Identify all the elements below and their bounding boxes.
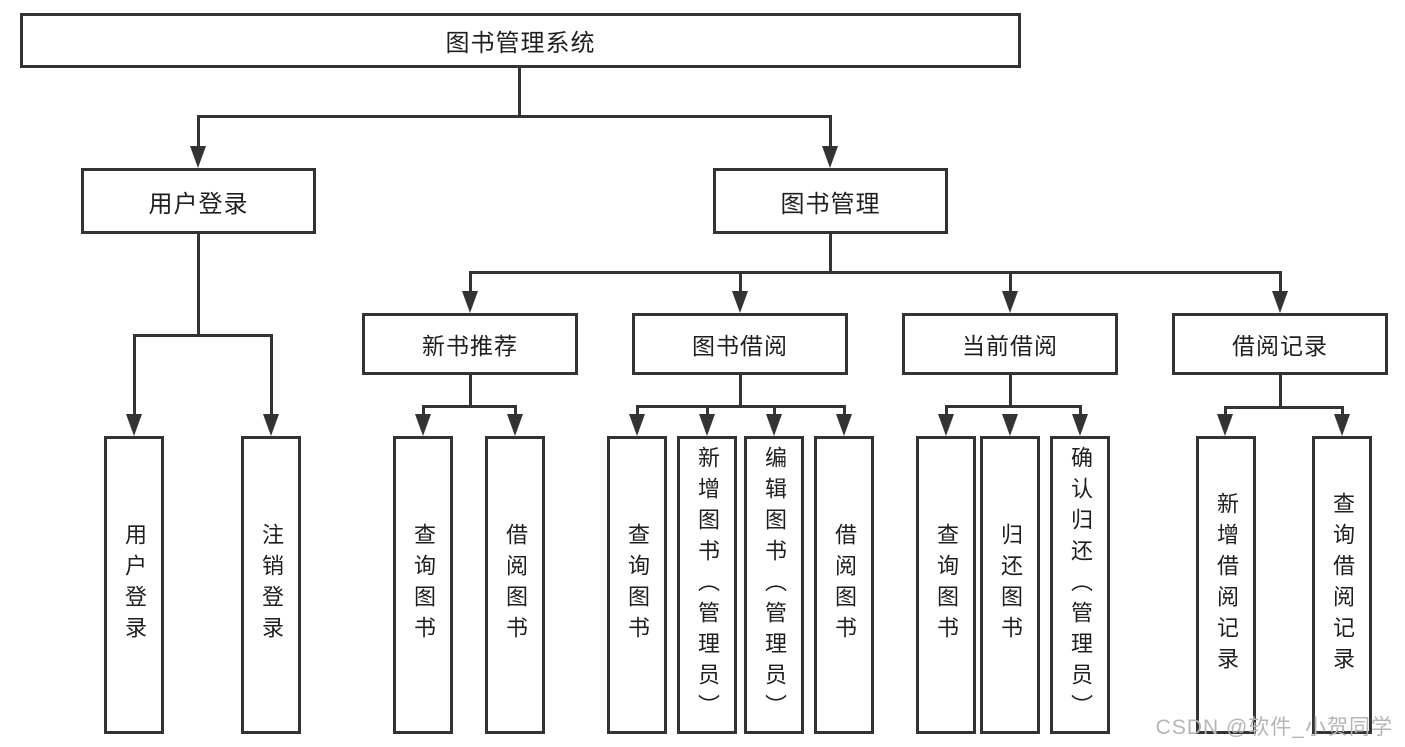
connector-line [469, 375, 472, 407]
connector-line [1224, 406, 1227, 418]
connector-line [739, 375, 742, 407]
arrow-down-icon [732, 291, 748, 313]
connector-line [518, 68, 521, 117]
connector-line [197, 115, 832, 118]
arrow-down-icon [766, 414, 782, 436]
leaf-return-books: 归还图书 [980, 436, 1040, 734]
node-label: 图书借阅 [692, 333, 788, 359]
node-label: 借阅记录 [1232, 333, 1328, 359]
connector-line [1009, 375, 1012, 407]
leaf-confirm-return-admin: 确认归还（管理员） [1050, 436, 1110, 734]
arrow-down-icon [938, 414, 954, 436]
connector-line [739, 271, 742, 295]
connector-line [197, 234, 200, 336]
leaf-add-borrow-record: 新增借阅记录 [1196, 436, 1256, 734]
node-user-login: 用户登录 [81, 168, 316, 234]
leaf-add-books-admin: 新增图书（管理员） [677, 436, 737, 734]
connector-line [829, 234, 832, 272]
connector-line [1224, 406, 1344, 409]
connector-line [843, 405, 846, 418]
leaf-edit-books-admin: 编辑图书（管理员） [744, 436, 804, 734]
leaf-query-books: 查询图书 [393, 436, 453, 734]
node-book-management: 图书管理 [713, 168, 948, 234]
arrow-down-icon [507, 414, 523, 436]
connector-line [469, 271, 472, 295]
arrow-down-icon [263, 414, 279, 436]
node-label: 借阅图书 [503, 523, 528, 647]
leaf-borrow-books: 借阅图书 [814, 436, 874, 734]
connector-line [514, 405, 517, 418]
leaf-query-books: 查询图书 [916, 436, 976, 734]
node-label: 查询借阅记录 [1330, 492, 1355, 678]
node-label: 新增图书（管理员） [695, 445, 720, 725]
node-label: 查询图书 [411, 523, 436, 647]
arrow-down-icon [822, 146, 838, 168]
connector-line [636, 405, 639, 418]
connector-line [945, 405, 948, 418]
arrow-down-icon [415, 414, 431, 436]
leaf-query-borrow-record: 查询借阅记录 [1312, 436, 1372, 734]
node-label: 借阅图书 [832, 523, 857, 647]
connector-line [706, 405, 709, 418]
arrow-down-icon [1334, 414, 1350, 436]
node-book-borrowing: 图书借阅 [632, 313, 848, 375]
connector-line [945, 405, 1081, 408]
connector-line [422, 405, 516, 408]
node-label: 确认归还（管理员） [1068, 445, 1093, 725]
arrow-down-icon [1002, 414, 1018, 436]
arrow-down-icon [836, 414, 852, 436]
leaf-borrow-books: 借阅图书 [485, 436, 545, 734]
connector-line [470, 271, 1280, 274]
node-label: 用户登录 [122, 523, 147, 647]
leaf-query-books: 查询图书 [607, 436, 667, 734]
arrow-down-icon [126, 414, 142, 436]
arrow-down-icon [629, 414, 645, 436]
connector-line [270, 334, 273, 418]
csdn-watermark: CSDN @软件_小贺同学 [1155, 716, 1393, 739]
node-label: 图书管理 [780, 190, 881, 218]
connector-line [197, 115, 200, 148]
connector-line [636, 405, 845, 408]
node-label: 当前借阅 [962, 333, 1058, 359]
arrow-down-icon [190, 146, 206, 168]
arrow-down-icon [1217, 414, 1233, 436]
node-label: 查询图书 [625, 523, 650, 647]
connector-line [1279, 271, 1282, 295]
connector-line [829, 115, 832, 148]
node-label: 新增借阅记录 [1214, 492, 1239, 678]
node-label: 查询图书 [934, 523, 959, 647]
connector-line [133, 334, 136, 418]
node-label: 图书管理系统 [445, 30, 596, 57]
leaf-logout: 注销登录 [241, 436, 301, 734]
node-label: 注销登录 [259, 523, 284, 647]
arrow-down-icon [1002, 291, 1018, 313]
connector-line [1009, 271, 1012, 295]
node-label: 编辑图书（管理员） [762, 445, 787, 725]
leaf-user-login: 用户登录 [104, 436, 164, 734]
node-root-library-system: 图书管理系统 [20, 13, 1021, 68]
node-current-borrowing: 当前借阅 [902, 313, 1118, 375]
node-new-book-recommend: 新书推荐 [362, 313, 578, 375]
arrow-down-icon [462, 291, 478, 313]
node-label: 用户登录 [148, 190, 249, 218]
connector-line [1279, 375, 1282, 408]
node-label: 新书推荐 [422, 333, 518, 359]
arrow-down-icon [1072, 414, 1088, 436]
arrow-down-icon [699, 414, 715, 436]
connector-line [133, 334, 272, 337]
connector-line [1079, 405, 1082, 418]
connector-line [422, 405, 425, 418]
connector-line [773, 405, 776, 418]
node-label: 归还图书 [998, 523, 1023, 647]
node-borrowing-records: 借阅记录 [1172, 313, 1388, 375]
arrow-down-icon [1272, 291, 1288, 313]
connector-line [1341, 406, 1344, 418]
